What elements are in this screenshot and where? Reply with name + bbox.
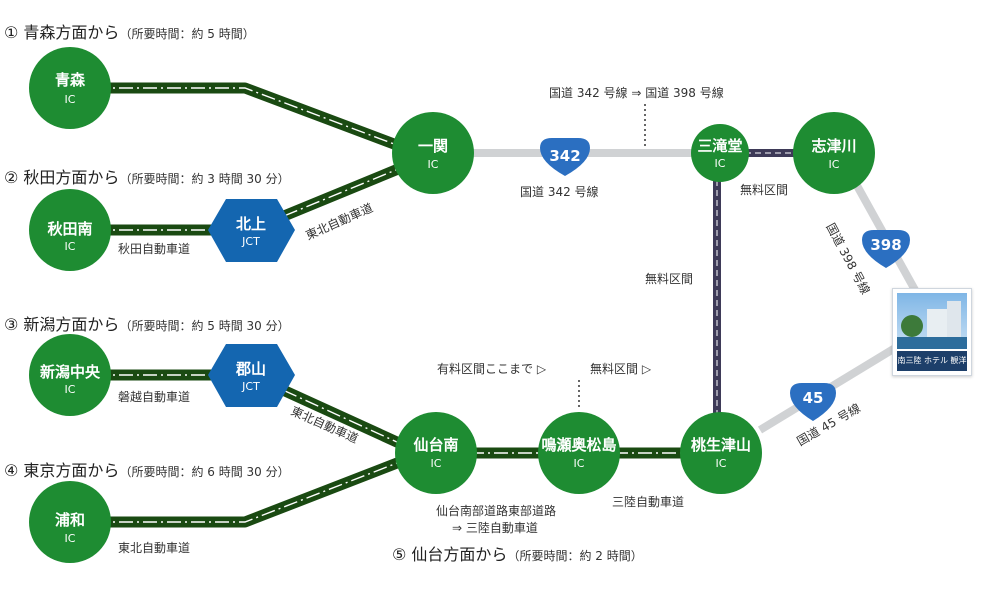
label-free-3: 無料区間 ▷ [590,361,652,376]
route-45-shield: 45 [790,383,836,421]
node-kitakami-jct: 北上 JCT [208,199,295,262]
road-aomori-ichinoseki [95,82,412,156]
heading-tokyo: ④ 東京方面から（所要時間：約 6 時間 30 分） [4,461,290,480]
heading-sendai: ⑤ 仙台方面から（所要時間：約 2 時間） [392,545,643,564]
heading-akita: ② 秋田方面から（所要時間：約 3 時間 30 分） [4,168,290,187]
node-ichinoseki: 一関 IC [392,112,474,194]
label-toll-until: 有料区間ここまで ▷ [437,362,547,376]
node-akitaminami-sub: IC [65,240,76,253]
node-akitaminami: 秋田南 IC [29,189,111,271]
heading-niigata: ③ 新潟方面から（所要時間：約 5 時間 30 分） [4,315,290,334]
heading-aomori: ① 青森方面から（所要時間：約 5 時間） [4,23,255,42]
node-sendaiminami: 仙台南 IC [395,412,477,494]
node-urawa-sub: IC [65,532,76,545]
node-sendaiminami-name: 仙台南 [413,436,458,454]
node-shizugawa: 志津川 IC [793,112,875,194]
route-342-shield: 342 [540,138,590,176]
node-naruse: 鳴瀬奥松島 IC [538,412,620,494]
node-niigatachuo-name: 新潟中央 [40,363,101,381]
node-urawa-name: 浦和 [55,511,85,529]
node-kitakami-sub: JCT [241,235,260,248]
label-sendai-east-1: 仙台南部道路東部道路 [436,503,556,518]
hotel-image [897,293,967,349]
node-shizugawa-name: 志津川 [811,137,856,155]
node-aomori-name: 青森 [55,71,86,89]
node-momonoutsuyama-sub: IC [716,457,727,470]
hotel-photo: 南三陸 ホテル 観洋 [892,288,972,376]
label-route342: 国道 342 号線 [520,184,599,199]
node-sanmaki: 三滝堂 IC [691,124,749,182]
node-shizugawa-sub: IC [829,158,840,171]
label-banetsu-exp: 磐越自動車道 [118,390,190,404]
node-ichinoseki-name: 一関 [418,137,448,155]
node-momonoutsuyama-name: 桃生津山 [691,436,751,454]
route-45-number: 45 [803,389,824,407]
node-koriyama-name: 郡山 [235,360,266,378]
route-398-number: 398 [870,236,901,254]
node-sendaiminami-sub: IC [431,457,442,470]
label-free-1: 無料区間 [740,182,788,197]
hotel-caption: 南三陸 ホテル 観洋 [897,351,967,371]
route-398-shield: 398 [862,230,910,268]
label-tohoku-exp-3: 東北自動車道 [118,541,190,555]
node-urawa: 浦和 IC [29,481,111,563]
node-koriyama-jct: 郡山 JCT [208,344,295,407]
node-sanmaki-sub: IC [715,157,726,170]
node-koriyama-sub: JCT [241,380,260,393]
label-sanriku-exp: 三陸自動車道 [612,495,684,509]
node-sanmaki-name: 三滝堂 [697,137,742,155]
node-niigatachuo: 新潟中央 IC [29,334,111,416]
node-momonoutsuyama: 桃生津山 IC [680,412,762,494]
label-free-2: 無料区間 [645,271,693,286]
label-sendai-east-2: ⇒ 三陸自動車道 [452,521,538,535]
node-aomori-sub: IC [65,93,76,106]
node-akitaminami-name: 秋田南 [47,220,92,238]
node-ichinoseki-sub: IC [428,158,439,171]
route-342-number: 342 [549,147,580,165]
node-naruse-name: 鳴瀬奥松島 [541,436,616,454]
road-urawa-sendai [95,452,412,528]
node-naruse-sub: IC [574,457,585,470]
label-route-change: 国道 342 号線 ⇒ 国道 398 号線 [549,85,724,100]
label-akita-exp: 秋田自動車道 [118,242,190,256]
node-kitakami-name: 北上 [236,215,266,233]
node-niigatachuo-sub: IC [65,383,76,396]
node-aomori: 青森 IC [29,47,111,129]
